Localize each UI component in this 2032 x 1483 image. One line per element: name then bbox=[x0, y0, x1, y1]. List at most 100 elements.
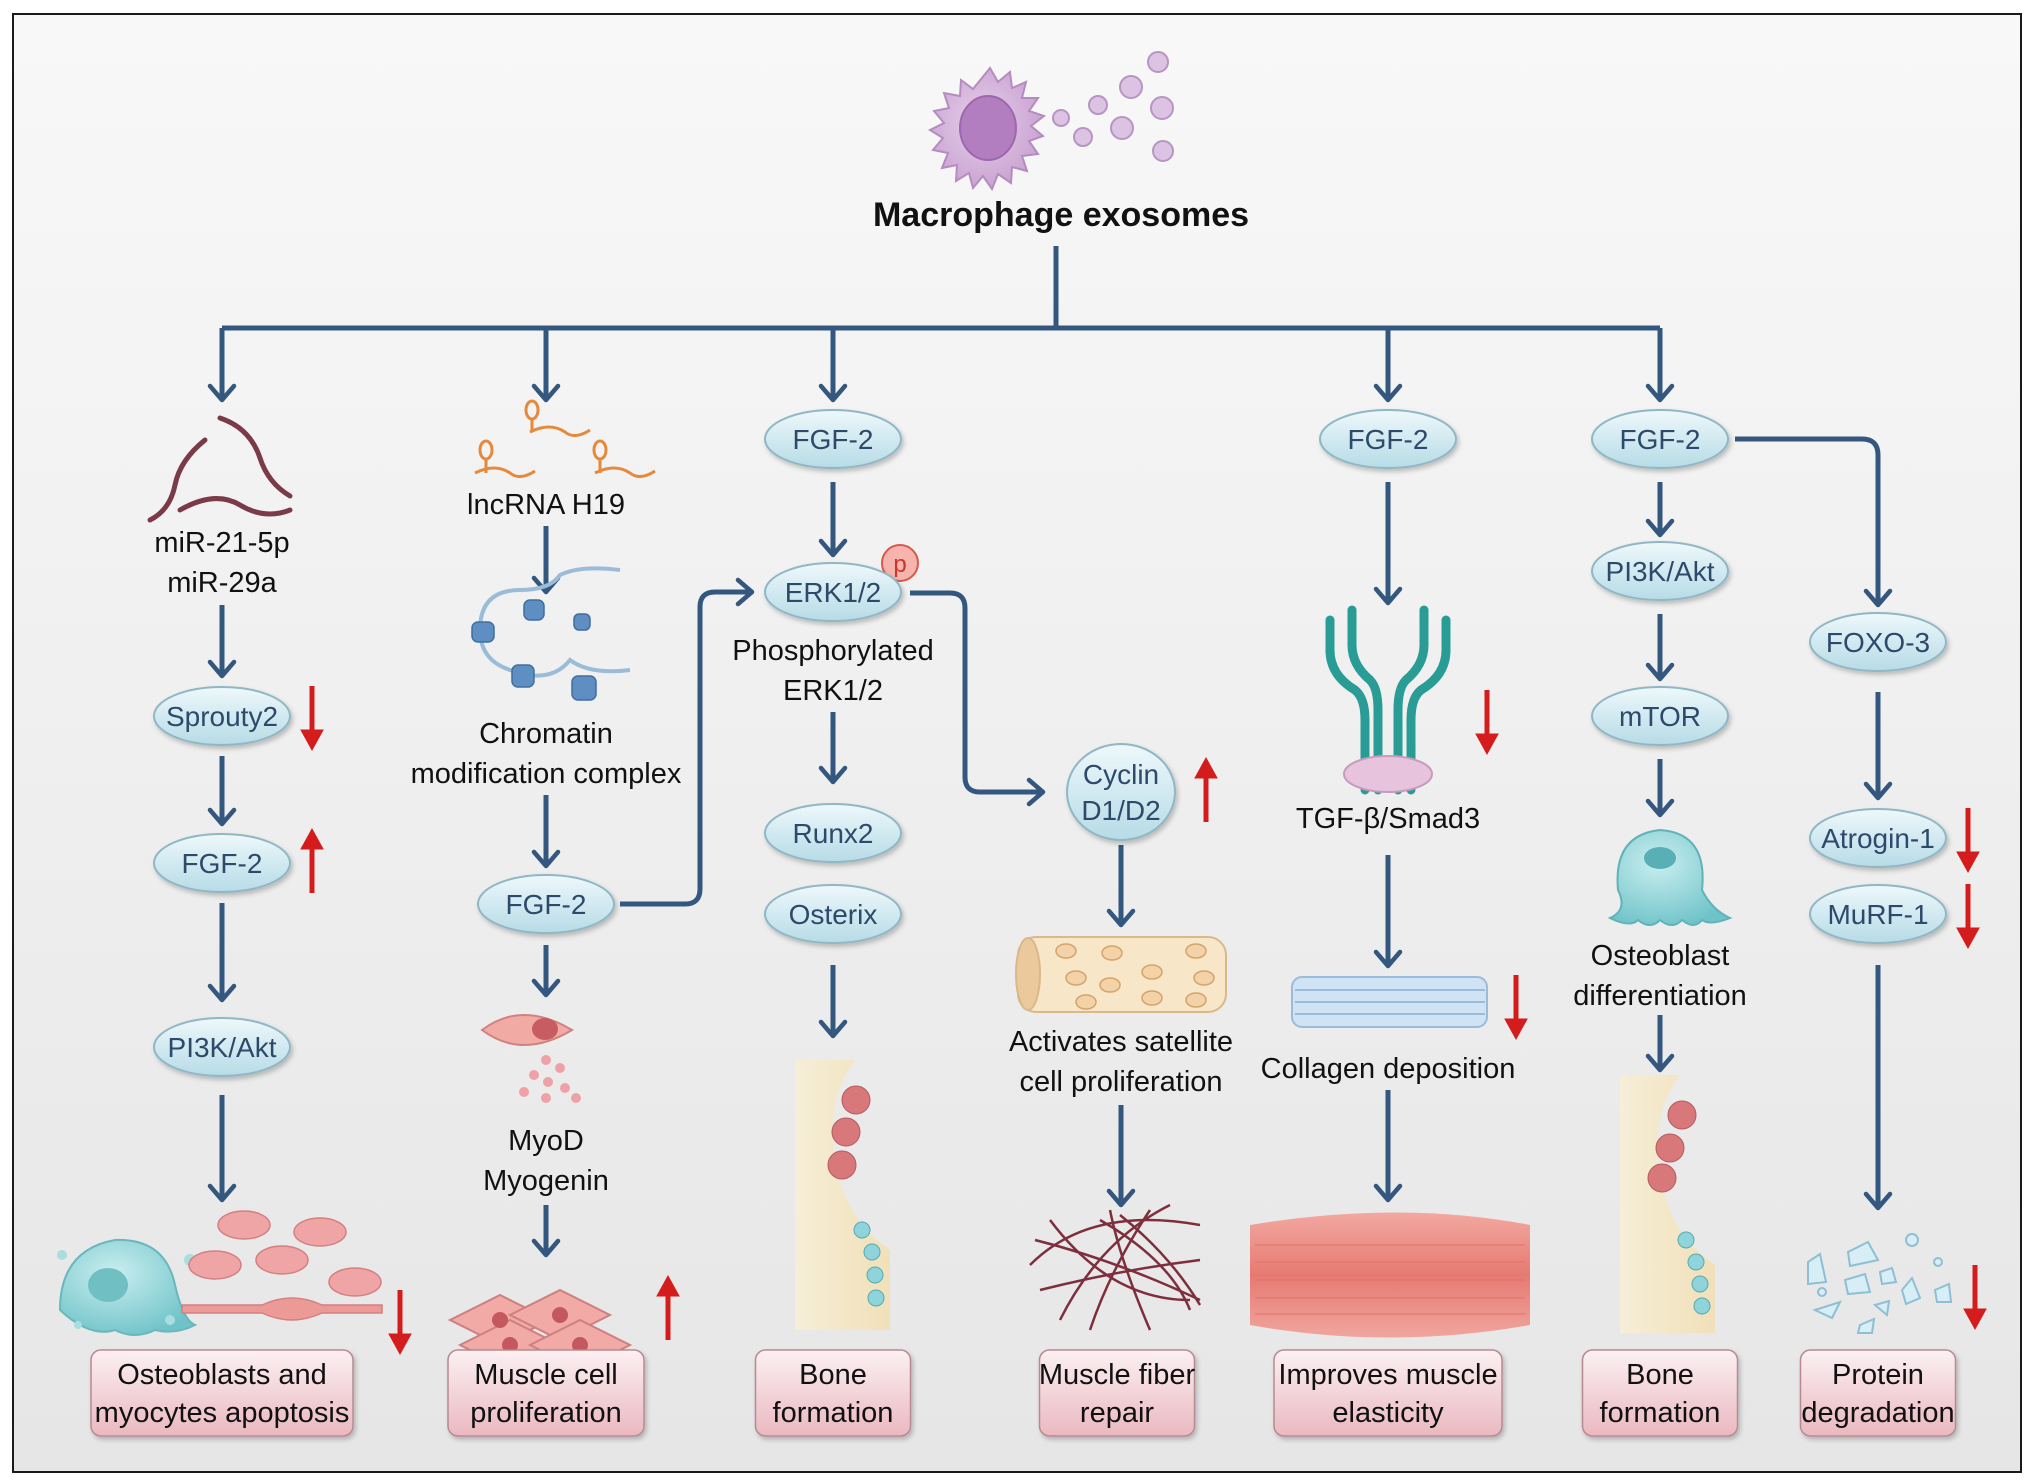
node-label: FGF-2 bbox=[1620, 424, 1701, 455]
satellite-cells-myofiber-icon bbox=[1015, 936, 1227, 1013]
node-ellipse bbox=[764, 409, 902, 469]
node-label: FGF-2 bbox=[793, 424, 874, 455]
osteoblast-differentiation-label: differentiation bbox=[1573, 980, 1747, 1012]
outcome-box bbox=[90, 1349, 354, 1437]
svg-text:p: p bbox=[893, 551, 906, 578]
lncrna-label: lncRNA H19 bbox=[467, 489, 625, 521]
node-ellipse bbox=[1809, 884, 1947, 944]
exosome-vesicles-icon bbox=[1052, 51, 1174, 162]
outcome-label: Bone bbox=[1626, 1359, 1694, 1391]
outcome-label: Improves muscle bbox=[1278, 1359, 1497, 1391]
connector-line bbox=[1735, 436, 1881, 605]
node-ellipse bbox=[153, 1017, 291, 1077]
fgf2-node: FGF-2 bbox=[1319, 409, 1457, 469]
mtor-node: mTOR bbox=[1591, 686, 1729, 746]
upregulation-arrow-icon bbox=[300, 827, 324, 893]
node-label: D1/D2 bbox=[1081, 795, 1160, 826]
outcome-label: formation bbox=[1600, 1397, 1721, 1429]
node-label: MuRF-1 bbox=[1827, 899, 1928, 930]
tgf-receptor-icon bbox=[1325, 605, 1451, 795]
outcome-label: Osteoblasts and bbox=[117, 1359, 327, 1391]
node-label: mTOR bbox=[1619, 701, 1701, 732]
outcome-label: formation bbox=[773, 1397, 894, 1429]
outcome-box bbox=[1273, 1349, 1503, 1437]
satellite-caption: cell proliferation bbox=[1019, 1066, 1222, 1098]
macrophage-icon bbox=[927, 66, 1047, 192]
node-ellipse bbox=[1591, 686, 1729, 746]
node-ellipse bbox=[1066, 743, 1176, 841]
osterix-node: Osterix bbox=[764, 884, 902, 944]
node-ellipse bbox=[1591, 409, 1729, 469]
muscle-fiber-network-icon bbox=[1029, 1203, 1202, 1331]
node-label: FOXO-3 bbox=[1826, 627, 1930, 658]
flow-connectors bbox=[219, 328, 1881, 1255]
outcome-label: elasticity bbox=[1332, 1397, 1444, 1429]
outcome-bone-formation: Bone formation bbox=[1581, 1349, 1739, 1437]
signaling-nodes: Sprouty2FGF-2PI3K/AktFGF-2FGF-2ERK1/2Run… bbox=[153, 409, 1947, 1077]
node-label: Sprouty2 bbox=[166, 701, 278, 732]
fgf2-node: FGF-2 bbox=[764, 409, 902, 469]
regulation-arrows bbox=[300, 686, 1987, 1356]
outcome-box bbox=[1581, 1349, 1739, 1437]
mirna-label: miR-29a bbox=[167, 567, 277, 599]
osteoblast-icon bbox=[1607, 828, 1733, 926]
murf1-node: MuRF-1 bbox=[1809, 884, 1947, 944]
satellite-caption: Activates satellite bbox=[1009, 1026, 1233, 1058]
outcome-box bbox=[754, 1349, 912, 1437]
downregulation-arrow-icon bbox=[1475, 690, 1499, 756]
outcome-label: Muscle cell bbox=[474, 1359, 617, 1391]
outcome-label: Protein bbox=[1832, 1359, 1924, 1391]
downregulation-arrow-icon bbox=[1956, 808, 1980, 874]
node-ellipse bbox=[1809, 808, 1947, 868]
node-label: PI3K/Akt bbox=[1606, 556, 1715, 587]
connector-line bbox=[620, 589, 752, 907]
sprouty2-node: Sprouty2 bbox=[153, 686, 291, 746]
collagen-label: Collagen deposition bbox=[1261, 1053, 1516, 1085]
node-label: Atrogin-1 bbox=[1821, 823, 1935, 854]
downregulation-arrow-icon bbox=[300, 686, 324, 752]
outcome-boxes: Osteoblasts and myocytes apoptosis Muscle … bbox=[90, 1349, 1957, 1437]
fgf2-node: FGF-2 bbox=[477, 874, 615, 934]
myod-label: MyoD bbox=[508, 1125, 584, 1157]
myogenin-label: Myogenin bbox=[483, 1165, 609, 1197]
node-label: FGF-2 bbox=[506, 889, 587, 920]
diagram-title: Macrophage exosomes bbox=[873, 196, 1249, 234]
outcome-muscle-elasticity: Improves muscle elasticity bbox=[1273, 1349, 1503, 1437]
smad3-icon bbox=[1343, 755, 1433, 793]
osteoblast-differentiation-label: Osteoblast bbox=[1591, 940, 1730, 972]
upregulation-arrow-icon bbox=[1194, 756, 1218, 822]
node-ellipse bbox=[764, 803, 902, 863]
protein-fragments-icon bbox=[1807, 1233, 1953, 1334]
pi3k-akt-node: PI3K/Akt bbox=[153, 1017, 291, 1077]
node-ellipse bbox=[1319, 409, 1457, 469]
lncrna-icon bbox=[474, 399, 656, 478]
node-ellipse bbox=[477, 874, 615, 934]
apoptotic-osteoblast-icon bbox=[57, 1238, 198, 1336]
node-label: FGF-2 bbox=[182, 848, 263, 879]
top-bus-connector bbox=[219, 246, 1663, 400]
mirna-icon bbox=[147, 415, 293, 523]
node-label: Runx2 bbox=[793, 818, 874, 849]
bone-formation-icon bbox=[1620, 1075, 1715, 1333]
muscle-tissue-icon bbox=[1250, 1212, 1530, 1338]
pi3k-akt-node: PI3K/Akt bbox=[1591, 541, 1729, 601]
downregulation-arrow-icon bbox=[1956, 884, 1980, 950]
node-ellipse bbox=[764, 562, 902, 622]
outcome-label: myocytes apoptosis bbox=[95, 1397, 350, 1429]
phospho-erk-caption: Phosphorylated bbox=[732, 635, 934, 667]
outcome-label: Muscle fiber bbox=[1039, 1359, 1196, 1391]
tgf-smad3-label: TGF-β/Smad3 bbox=[1296, 803, 1480, 835]
erk12-node: ERK1/2 bbox=[764, 562, 902, 622]
collagen-fibril-icon bbox=[1291, 976, 1488, 1028]
outcome-box bbox=[447, 1349, 645, 1437]
phospho-erk-caption: ERK1/2 bbox=[783, 675, 883, 707]
node-label: Cyclin bbox=[1083, 759, 1159, 790]
downregulation-arrow-icon bbox=[388, 1290, 412, 1356]
outcome-label: proliferation bbox=[470, 1397, 622, 1429]
fgf2-node: FGF-2 bbox=[1591, 409, 1729, 469]
